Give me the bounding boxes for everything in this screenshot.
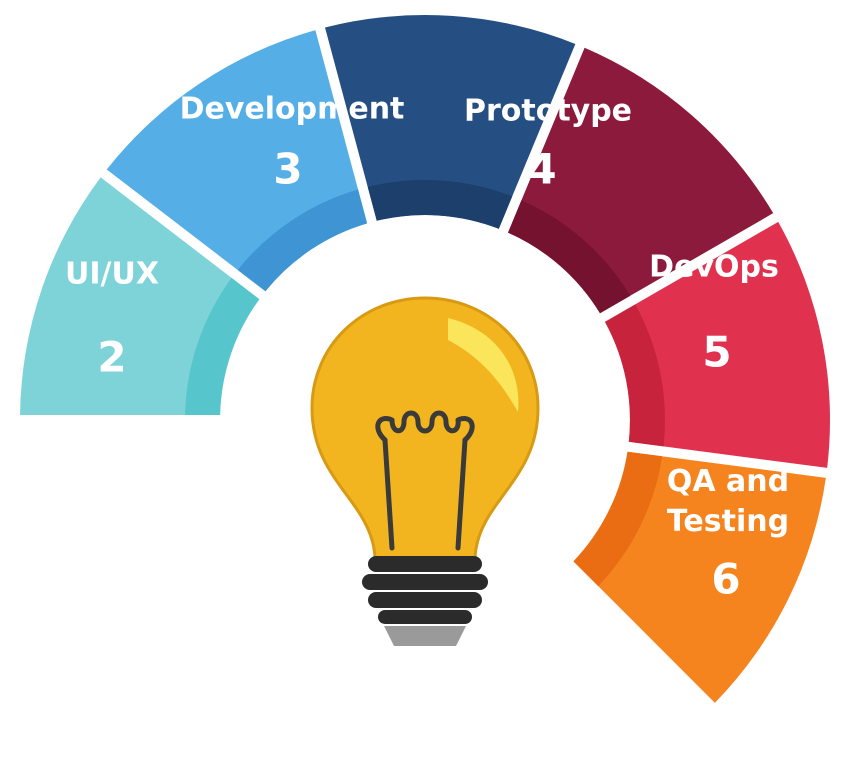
gear-tooth — [415, 216, 462, 239]
gear-tooth — [221, 374, 245, 421]
bulb-base-band-2 — [362, 574, 488, 590]
gear-band-2 — [237, 189, 368, 292]
segment-3 — [325, 14, 576, 229]
segment-title-3: Development — [180, 92, 405, 127]
segment-title-5: DevOps — [649, 250, 779, 285]
gear-tooth — [560, 525, 598, 565]
gear-tooth — [262, 263, 301, 302]
bulb-base-band-3 — [368, 592, 482, 608]
segment-number-5: 5 — [702, 328, 731, 377]
bulb-filament-coil — [375, 410, 475, 443]
gear-tooth — [502, 231, 543, 266]
segment-title-1: Strategy — [39, 480, 186, 515]
gear-band-6 — [573, 451, 663, 587]
bulb-base-band-4 — [378, 610, 472, 624]
light-bulb-icon — [310, 296, 540, 646]
gear-tooth — [239, 295, 275, 335]
gear-tooth — [293, 238, 333, 275]
gear-ring — [185, 179, 666, 587]
gear-band-1 — [185, 277, 260, 416]
segment-number-6: 6 — [711, 555, 740, 604]
gear-tooth — [371, 216, 417, 242]
gear-band-4 — [508, 200, 631, 314]
bulb-base-band-1 — [368, 556, 482, 572]
gear-tooth — [607, 401, 629, 448]
segment-number-2: 2 — [97, 333, 126, 382]
segment-title-2: UI/UX — [65, 257, 159, 292]
segment-title-4: Prototype — [464, 94, 632, 129]
gear-tooth — [601, 357, 629, 404]
gear-tooth — [587, 317, 620, 360]
segment-number-3: 3 — [273, 145, 302, 194]
gear-tooth — [565, 281, 603, 322]
bulb-highlight — [448, 318, 519, 412]
gear-band-5 — [604, 304, 666, 447]
gear-tooth — [459, 218, 504, 248]
gear-tooth — [537, 252, 577, 291]
gear-tooth — [599, 445, 628, 491]
gear-band-3 — [367, 179, 513, 229]
segment-number-4: 4 — [527, 145, 556, 194]
gear-tooth — [330, 222, 374, 254]
gear-tooth — [225, 332, 256, 377]
bulb-filament — [382, 437, 468, 551]
bulb-tip — [384, 626, 466, 646]
gear-tooth — [583, 488, 617, 531]
segment-number-1: 1 — [93, 558, 122, 607]
